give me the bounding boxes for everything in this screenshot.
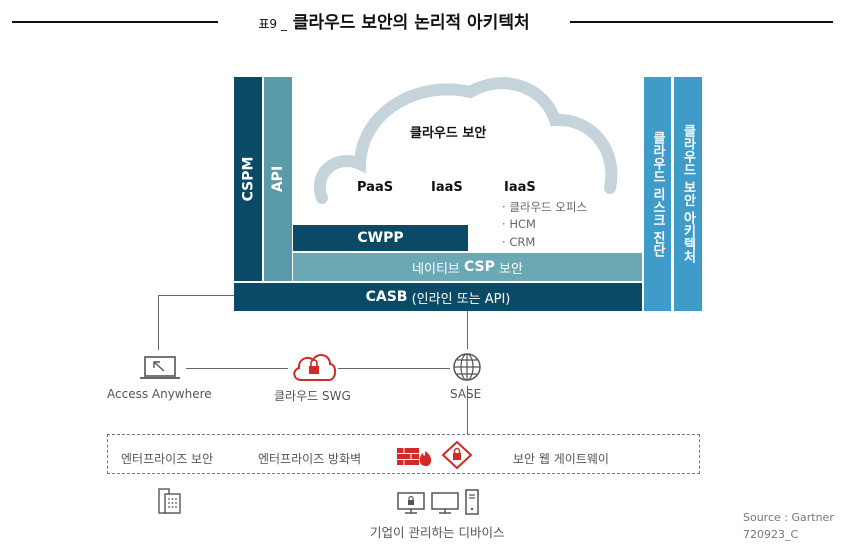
monitor-icon [431, 492, 459, 514]
connector-casb-left-v [158, 295, 159, 350]
iaas-label-2: IaaS [504, 180, 536, 195]
paas-label: PaaS [357, 180, 394, 195]
connector-sase-enterprise [467, 386, 468, 434]
tablet-icon [158, 488, 181, 514]
casb-bar: CASB (인라인 또는 API) [234, 283, 642, 311]
saas-item-hcm: · HCM [502, 217, 536, 231]
enterprise-security-label: 엔터프라이즈 보안 [121, 452, 214, 466]
cloud-security-architecture-label: 클라우드 보안 아키텍처 [680, 124, 696, 264]
gateway-icon [441, 440, 473, 470]
cwpp-bar: CWPP [293, 225, 468, 251]
globe-icon [453, 353, 481, 381]
saas-item-hcm-text: HCM [509, 217, 536, 231]
laptop-icon [140, 356, 180, 379]
native-csp-bar: 네이티브 CSP 보안 [293, 253, 642, 281]
saas-item-office: · 클라우드 오피스 [502, 200, 588, 214]
native-csp-bold: CSP [464, 259, 495, 275]
native-csp-prefix: 네이티브 [412, 261, 460, 277]
saas-item-crm-text: CRM [509, 235, 536, 249]
connector-casb-sase [467, 311, 468, 349]
native-csp-suffix: 보안 [499, 261, 523, 277]
monitor-lock-icon [397, 492, 425, 514]
cwpp-label: CWPP [357, 230, 404, 246]
figure-tag: 표9 _ [258, 17, 287, 31]
saas-item-office-text: 클라우드 오피스 [509, 200, 588, 214]
api-label: API [270, 165, 286, 193]
iaas-label-1: IaaS [431, 180, 463, 195]
cloud-shape [314, 77, 618, 204]
enterprise-box [107, 434, 700, 474]
secure-web-gateway-label: 보안 웹 게이트웨이 [513, 452, 609, 466]
cspm-label: CSPM [240, 156, 256, 202]
cloud-security-label: 클라우드 보안 [410, 126, 487, 141]
connector-casb-left-h [158, 295, 234, 296]
cspm-bar: CSPM [234, 77, 262, 281]
sase-label: SASE [450, 387, 482, 401]
connector-swg-sase [338, 368, 450, 369]
casb-bold: CASB [365, 289, 408, 305]
casb-rest: (인라인 또는 API) [411, 291, 511, 307]
source-text: Source : Gartner [743, 511, 834, 524]
managed-devices-label: 기업이 관리하는 디바이스 [370, 525, 505, 540]
cloud-swg-label: 클라우드 SWG [274, 389, 351, 403]
saas-item-crm: · CRM [502, 235, 536, 249]
cloud-security-architecture-bar: 클라우드 보안 아키텍처 [674, 77, 702, 311]
access-anywhere-label: Access Anywhere [107, 387, 212, 401]
figure-title: 클라우드 보안의 논리적 아키텍처 [292, 13, 530, 33]
server-tower-icon [465, 489, 479, 515]
title-rule-right [570, 21, 833, 23]
page-title: 표9 _ 클라우드 보안의 논리적 아키텍처 [228, 8, 560, 33]
figure-code: 720923_C [743, 528, 799, 541]
connector-access-swg [186, 368, 288, 369]
enterprise-firewall-label: 엔터프라이즈 방화벽 [258, 452, 362, 466]
risk-assessment-bar: 클라우드 리스크 진단 [644, 77, 671, 311]
cloud-swg-icon [293, 354, 337, 381]
api-bar: API [264, 77, 292, 281]
firewall-icon [397, 448, 432, 466]
title-rule-left [12, 21, 218, 23]
risk-assessment-label: 클라우드 리스크 진단 [650, 130, 665, 258]
